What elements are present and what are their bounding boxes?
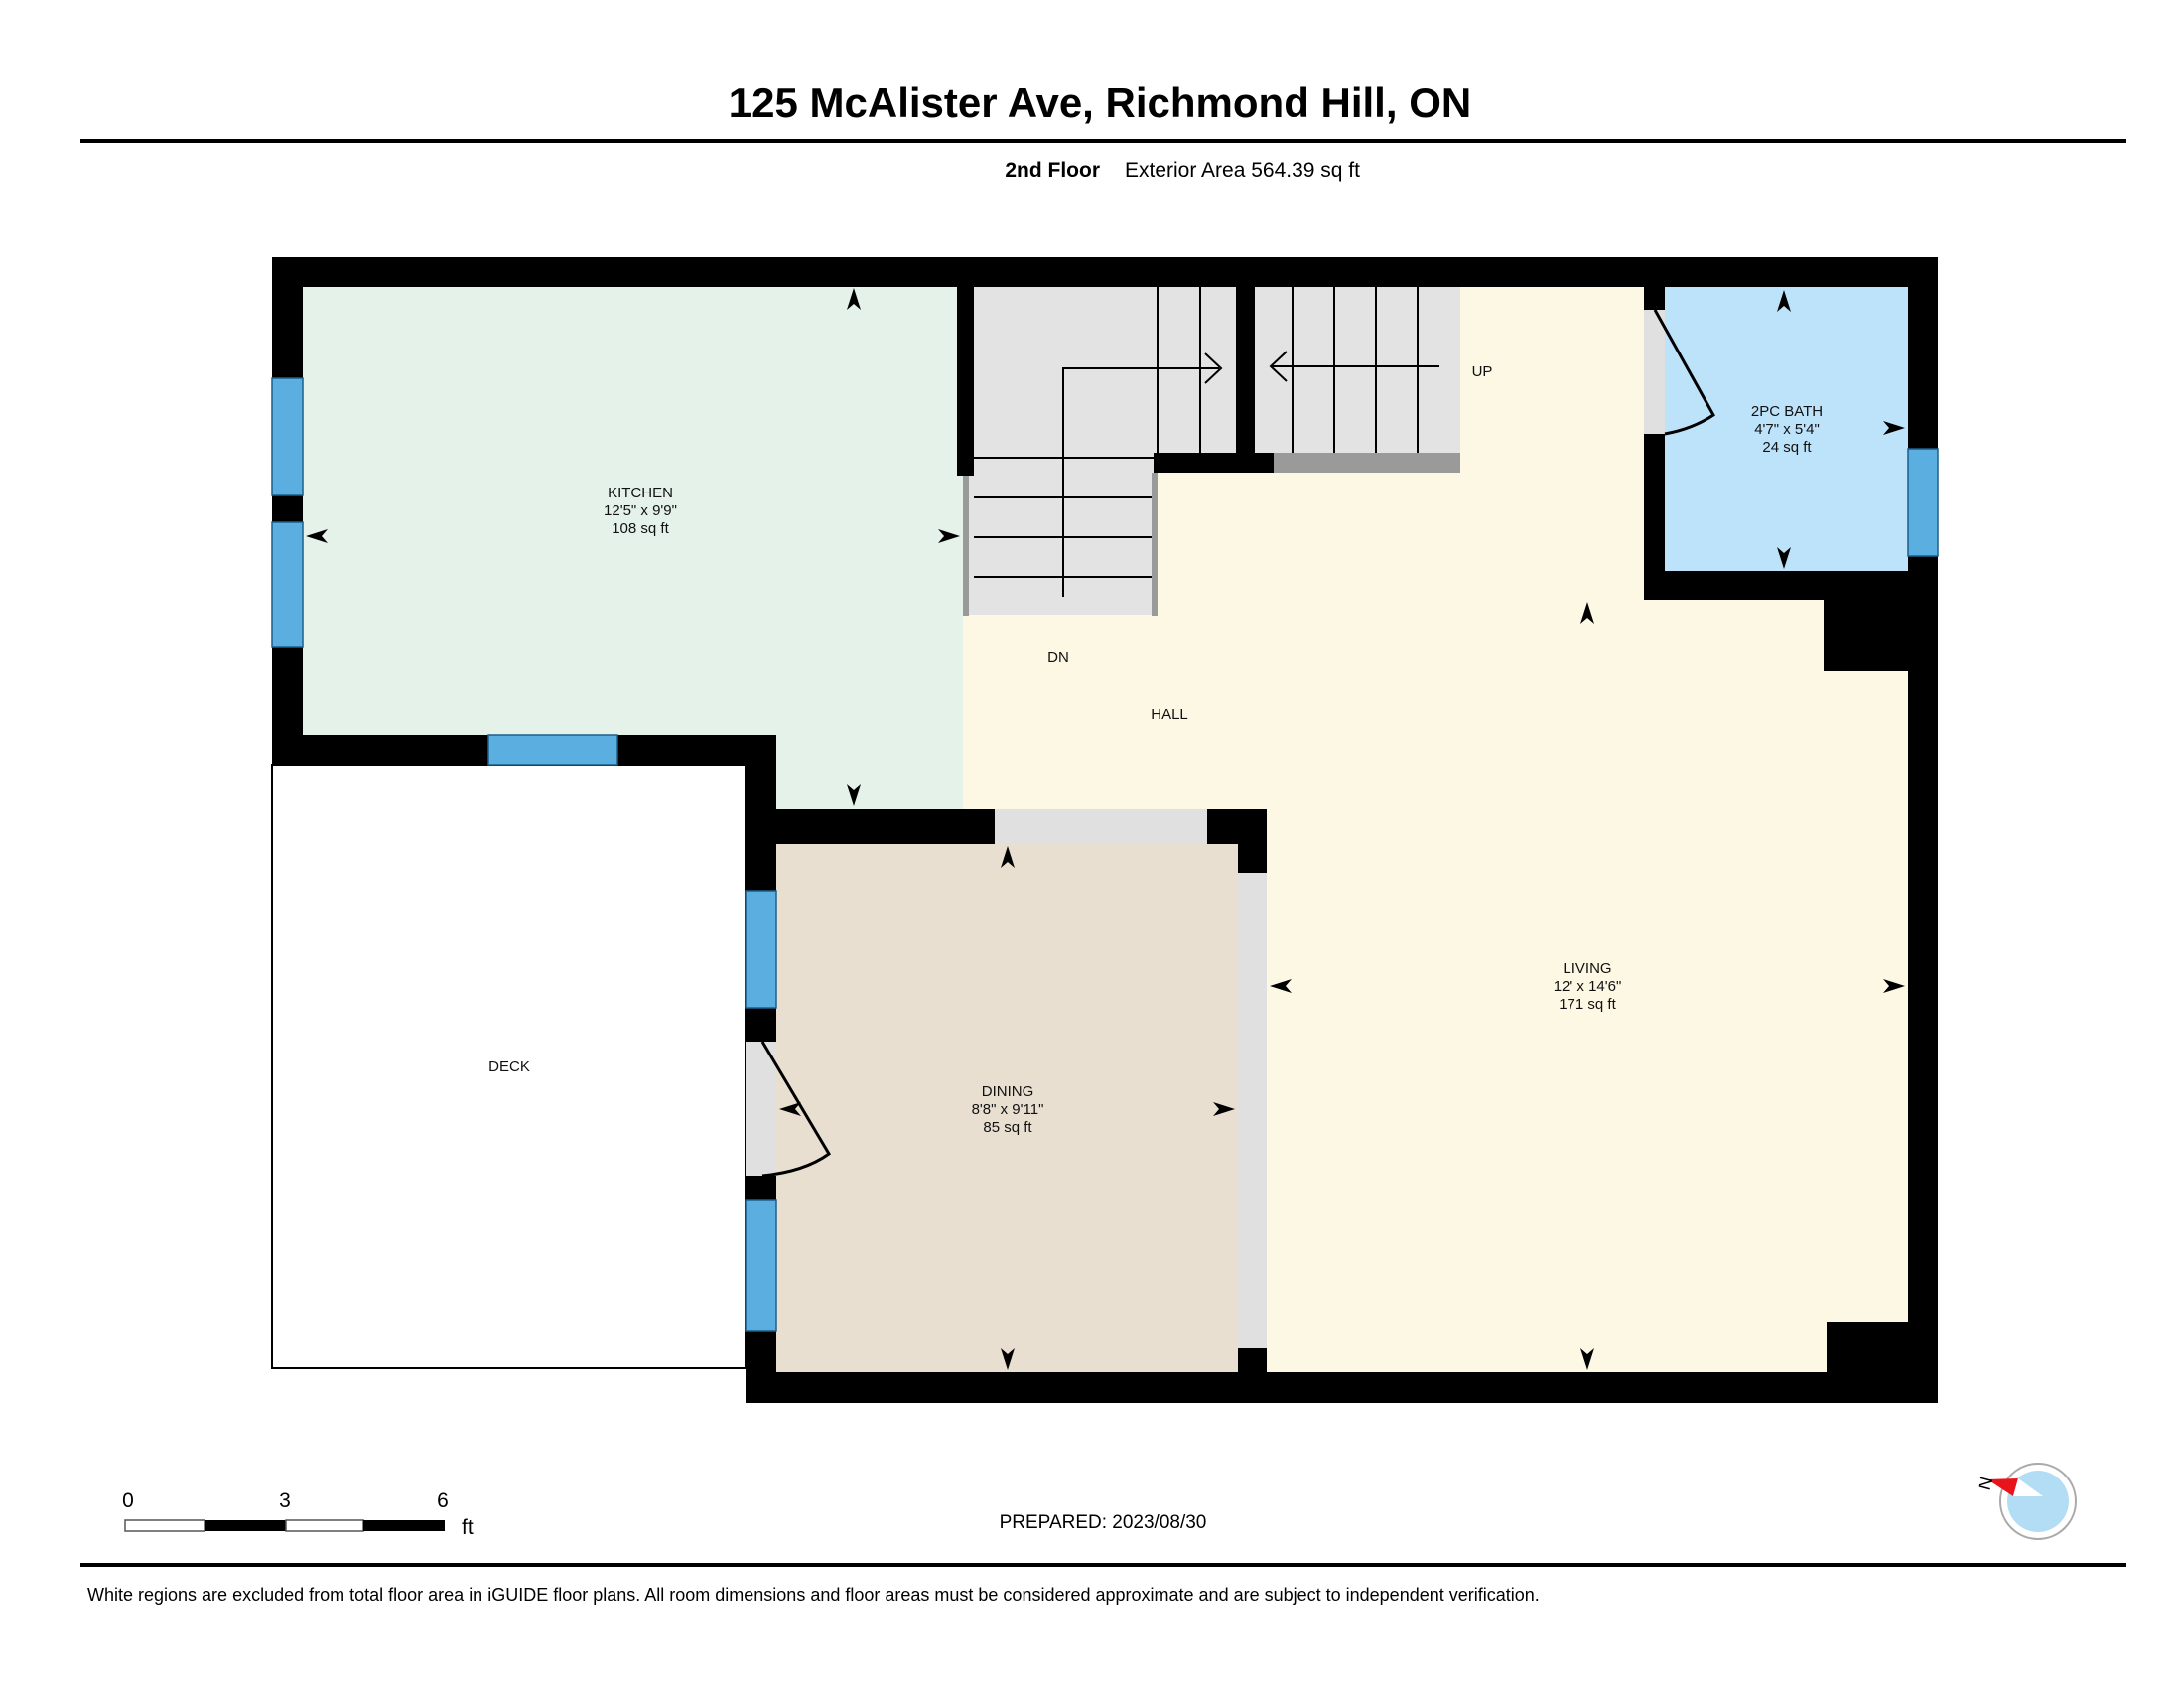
room-dining[interactable] bbox=[776, 844, 1238, 1372]
scale-tick-0: 0 bbox=[122, 1489, 134, 1512]
window bbox=[271, 377, 304, 496]
dining-name: DINING bbox=[982, 1083, 1034, 1100]
compass-icon: N bbox=[1975, 1463, 2077, 1540]
page-title: 125 McAlister Ave, Richmond Hill, ON bbox=[729, 79, 1471, 126]
window bbox=[1907, 448, 1939, 557]
living-fill bbox=[1267, 809, 1277, 849]
bath-dims: 4'7" x 5'4" bbox=[1754, 421, 1820, 438]
scale-tick-6: 6 bbox=[437, 1489, 449, 1512]
living-column bbox=[1824, 600, 1908, 671]
bath-door-opening bbox=[1644, 310, 1665, 434]
room-kitchen[interactable] bbox=[303, 287, 963, 809]
kitchen-dims: 12'5" x 9'9" bbox=[604, 502, 677, 519]
room-living[interactable] bbox=[1267, 600, 1908, 1372]
opening-kitchen-dining bbox=[995, 809, 1207, 844]
windows bbox=[271, 377, 1939, 1332]
living-name: LIVING bbox=[1563, 960, 1611, 977]
bath-door-swing[interactable] bbox=[1653, 309, 1715, 436]
living-column bbox=[1827, 1322, 1908, 1372]
kitchen-area: 108 sq ft bbox=[612, 520, 669, 537]
living-dims: 12' x 14'6" bbox=[1554, 978, 1622, 995]
window bbox=[745, 1199, 777, 1332]
deck-name: DECK bbox=[488, 1058, 530, 1075]
scale-unit: ft bbox=[462, 1516, 474, 1539]
scale-bar: 0 3 6 ft bbox=[122, 1489, 474, 1539]
compass-north-label: N bbox=[1975, 1475, 1997, 1492]
exterior-area: Exterior Area 564.39 sq ft bbox=[1125, 159, 1360, 182]
header-divider bbox=[80, 139, 2126, 143]
dining-area: 85 sq ft bbox=[983, 1119, 1032, 1136]
stairs-up-label: UP bbox=[1472, 363, 1493, 380]
window bbox=[745, 890, 777, 1009]
opening-dining-living bbox=[1238, 873, 1267, 1348]
bath-wall-bottom bbox=[1644, 571, 1908, 600]
floor-label: 2nd Floor bbox=[1005, 159, 1100, 182]
dining-dims: 8'8" x 9'11" bbox=[972, 1101, 1044, 1118]
dimension-arrows bbox=[306, 288, 1905, 1370]
deck-door-swing[interactable] bbox=[760, 1041, 831, 1178]
stairs-down-label: DN bbox=[1047, 649, 1069, 666]
prepared-date: PREPARED: 2023/08/30 bbox=[1000, 1512, 1207, 1533]
staircase[interactable] bbox=[957, 287, 1460, 616]
window bbox=[271, 521, 304, 648]
kitchen-name: KITCHEN bbox=[608, 485, 673, 501]
footer-divider bbox=[80, 1563, 2126, 1567]
room-2pc-bath[interactable] bbox=[1665, 287, 1908, 571]
living-area: 171 sq ft bbox=[1559, 996, 1616, 1013]
window bbox=[487, 734, 618, 766]
bath-area: 24 sq ft bbox=[1762, 439, 1812, 456]
bath-name: 2PC BATH bbox=[1751, 403, 1823, 420]
deck-door-opening bbox=[746, 1042, 776, 1176]
scale-tick-3: 3 bbox=[279, 1489, 291, 1512]
disclaimer: White regions are excluded from total fl… bbox=[87, 1585, 1540, 1605]
hall-name: HALL bbox=[1151, 706, 1188, 723]
